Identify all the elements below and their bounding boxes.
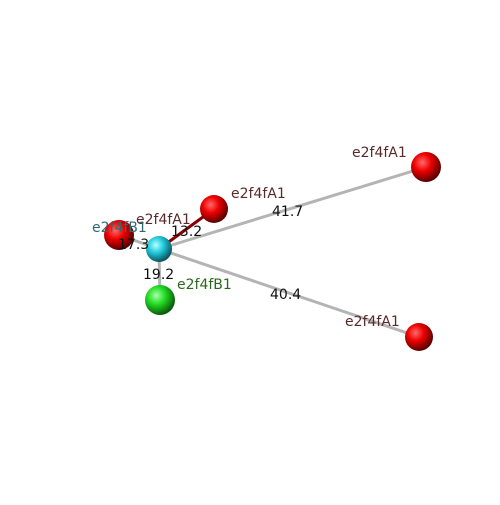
distance-label-b1: 17.3 — [118, 237, 149, 253]
bond-center-a4 — [158, 247, 420, 339]
atom-b2[interactable] — [145, 285, 175, 315]
distance-label-b2: 19.2 — [143, 267, 174, 283]
bond-center-a1 — [158, 165, 427, 251]
atom-label-b2: e2f4fB1 — [177, 277, 232, 293]
distance-label-a2: 13.2 — [171, 224, 202, 240]
atom-label-a3: e2f4fA1 — [136, 212, 191, 228]
distance-label-a1: 41.7 — [272, 204, 303, 220]
distance-label-a4: 40.4 — [270, 287, 301, 303]
atom-label-a1: e2f4fA1 — [352, 145, 407, 161]
atom-label-b1: e2f4fB1 — [92, 220, 147, 236]
atoms[interactable] — [104, 152, 441, 351]
distance-labels: 41.7 13.2 40.4 17.3 19.2 — [118, 204, 303, 303]
atom-label-a4: e2f4fA1 — [345, 314, 400, 330]
atom-a2[interactable] — [200, 195, 228, 223]
atom-label-a2: e2f4fA1 — [231, 186, 286, 202]
atom-a4[interactable] — [405, 323, 433, 351]
atom-a1[interactable] — [411, 152, 441, 182]
atom-labels: e2f4fA1 e2f4fA1 e2f4fA1 e2f4fA1 e2f4fB1 … — [92, 145, 407, 330]
atom-b1[interactable] — [104, 220, 134, 250]
atom-center[interactable] — [146, 236, 172, 262]
